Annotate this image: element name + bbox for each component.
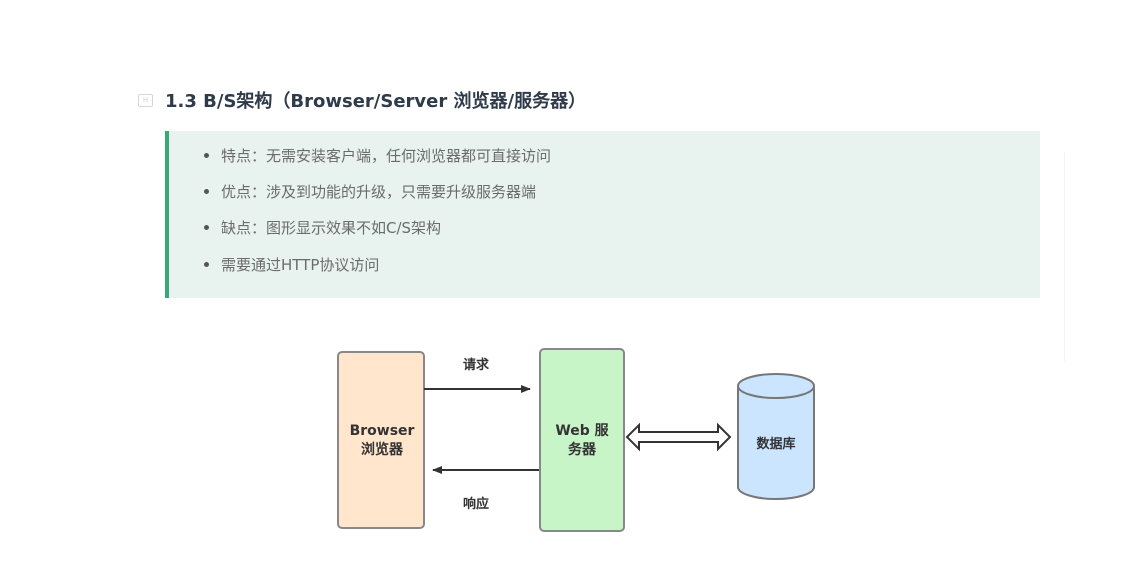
- web-server-node: [539, 348, 625, 532]
- list-item-text: 需要通过HTTP协议访问: [221, 256, 380, 274]
- bullet-dot-icon: [204, 153, 209, 158]
- list-item-text: 缺点：图形显示效果不如C/S架构: [221, 219, 442, 237]
- bidirectional-arrow: [625, 422, 732, 452]
- response-label: 响应: [463, 497, 490, 512]
- browser-label-line2: 浏览器: [361, 442, 403, 458]
- browser-label: Browser 浏览器: [338, 422, 426, 460]
- list-item-text: 特点：无需安装客户端，任何浏览器都可直接访问: [221, 147, 552, 165]
- list-item: 特点：无需安装客户端，任何浏览器都可直接访问: [204, 145, 552, 166]
- side-divider: [1064, 152, 1065, 362]
- database-label: 数据库: [756, 437, 796, 452]
- web-server-label-line1: Web 服: [555, 423, 609, 439]
- web-server-label-line2: 务器: [568, 442, 596, 458]
- heading-title: 1.3 B/S架构（Browser/Server 浏览器/服务器）: [165, 91, 587, 112]
- bullet-dot-icon: [204, 189, 209, 194]
- list-item: 优点：涉及到功能的升级，只需要升级服务器端: [204, 181, 537, 202]
- bullet-dot-icon: [204, 262, 209, 267]
- section-heading: H 1.3 B/S架构（Browser/Server 浏览器/服务器）: [138, 86, 586, 114]
- list-item: 缺点：图形显示效果不如C/S架构: [204, 217, 442, 238]
- database-top: [737, 373, 815, 399]
- callout-block: 特点：无需安装客户端，任何浏览器都可直接访问 优点：涉及到功能的升级，只需要升级…: [165, 131, 1040, 298]
- browser-node: [337, 351, 425, 529]
- heading-h-icon[interactable]: H: [138, 93, 153, 107]
- request-label: 请求: [463, 358, 490, 373]
- database-node: [737, 387, 815, 500]
- list-item-text: 优点：涉及到功能的升级，只需要升级服务器端: [221, 183, 537, 201]
- browser-label-line1: Browser: [349, 423, 415, 439]
- web-server-label: Web 服 务器: [540, 422, 624, 460]
- list-item: 需要通过HTTP协议访问: [204, 254, 380, 275]
- bullet-dot-icon: [204, 225, 209, 230]
